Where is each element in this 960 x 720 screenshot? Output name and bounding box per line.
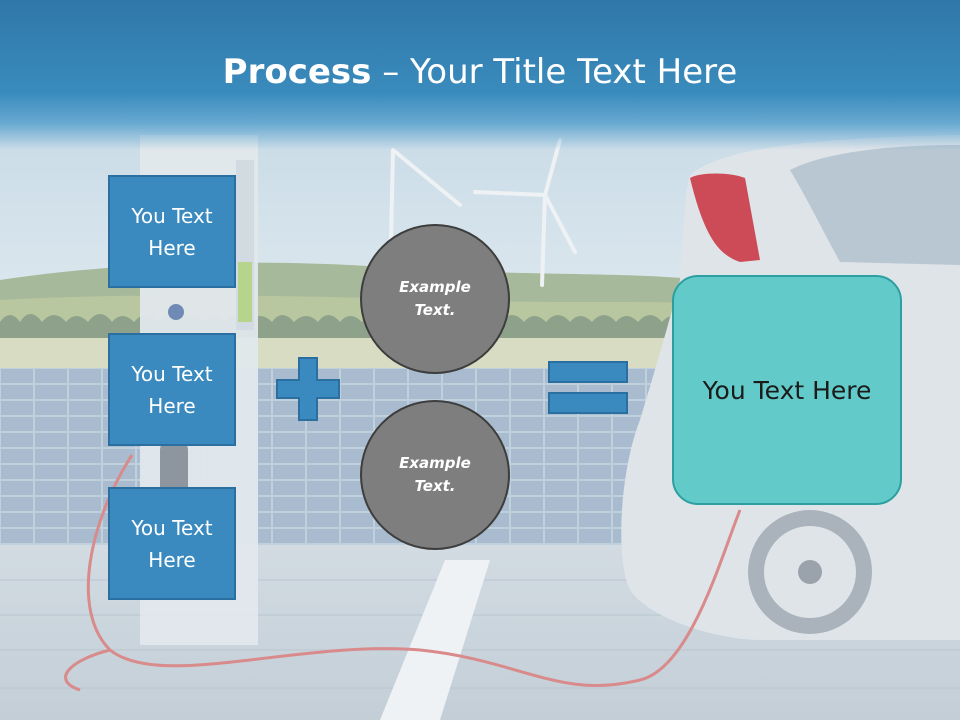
left-text-box-3: You Text Here [108, 487, 236, 600]
left-text-box-1: You Text Here [108, 175, 236, 288]
plus-icon [276, 357, 340, 421]
example-circle-1: Example Text. [360, 224, 510, 374]
equal-icon [548, 361, 628, 414]
left-text-box-label: You Text Here [131, 515, 213, 572]
title-dash: – [371, 52, 411, 92]
left-text-box-label: You Text Here [131, 361, 213, 418]
title-bar [0, 0, 960, 150]
result-label: You Text Here [702, 375, 872, 405]
left-text-box-2: You Text Here [108, 333, 236, 446]
circle-label: Example Text. [399, 278, 471, 319]
circle-label: Example Text. [399, 454, 471, 495]
title-bold: Process [222, 52, 372, 92]
slide-title: Process – Your Title Text Here [0, 52, 960, 92]
title-rest: Your Title Text Here [410, 52, 738, 92]
left-text-box-label: You Text Here [131, 203, 213, 260]
example-circle-2: Example Text. [360, 400, 510, 550]
result-text-box: You Text Here [672, 275, 902, 505]
